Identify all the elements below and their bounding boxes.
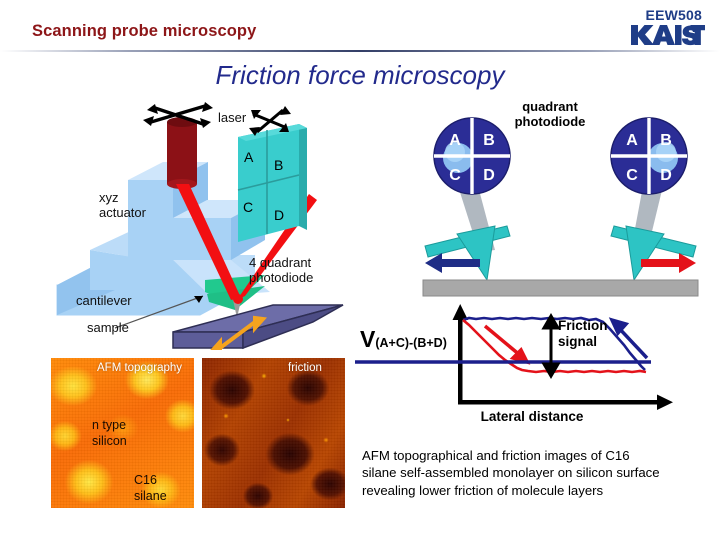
left-quadrant-B: B	[483, 132, 495, 149]
quadrant-photodiode-plate	[237, 124, 307, 242]
scan-direction-arrow-orange	[210, 315, 268, 350]
sample-label: sample	[87, 320, 129, 335]
x-axis-label: Lateral distance	[480, 409, 584, 424]
forward-direction-arrow	[483, 324, 531, 365]
quadrant-label-A: A	[244, 149, 254, 165]
right-quadrant-B: B	[660, 132, 672, 149]
figure-description: AFM topographical and friction images of…	[362, 448, 660, 498]
quadrant-label-B: B	[274, 157, 283, 173]
detector-left: A B C D	[433, 117, 511, 195]
y-axis-label-main: V	[360, 326, 376, 352]
afm-schematic-diagram: A B C D	[56, 102, 344, 350]
detector-right: A B C D	[610, 117, 688, 195]
laser-alignment-arrows-icon	[143, 102, 213, 128]
afm-topography-annotation-silicon: n type silicon	[92, 418, 127, 448]
right-quadrant-C: C	[626, 167, 638, 184]
quadrant-photodiode-title: quadrant photodiode	[514, 99, 586, 130]
trace-forward-red	[462, 319, 647, 374]
friction-signal-arrow	[541, 313, 561, 379]
quadrant-photodiode-label: 4 quadrant photodiode	[249, 255, 314, 286]
quadrant-detector-diagram: A B C D A B C D	[422, 117, 699, 297]
right-quadrant-A: A	[626, 132, 638, 149]
quadrant-label-D: D	[274, 207, 284, 223]
scan-arrow-left	[425, 253, 480, 273]
afm-friction-caption: friction	[288, 362, 322, 374]
kaist-logo	[631, 23, 705, 47]
page-title: Scanning probe microscopy	[32, 22, 257, 40]
xyz-actuator-label: xyz actuator	[99, 190, 146, 221]
cantilever-right	[610, 225, 697, 282]
backward-direction-arrow	[355, 317, 651, 364]
right-quadrant-D: D	[660, 167, 672, 184]
plot-axes	[452, 304, 673, 410]
trace-backward-blue	[462, 316, 646, 371]
afm-tip-shape	[233, 300, 241, 318]
cantilever-left	[424, 225, 511, 282]
left-quadrant-D: D	[483, 167, 495, 184]
left-quadrant-C: C	[449, 167, 461, 184]
laser-label: laser	[218, 110, 247, 125]
slide-title: Friction force microscopy	[215, 60, 505, 90]
detector-alignment-arrows-icon	[249, 106, 291, 136]
quadrant-label-C: C	[243, 199, 253, 215]
y-axis-label-sub: (A+C)-(B+D)	[375, 336, 447, 350]
photodiode-quadrant-labels: A B C D	[243, 149, 284, 223]
friction-signal-label: Friction signal	[558, 318, 608, 349]
left-quadrant-A: A	[449, 132, 461, 149]
friction-loop-plot	[355, 304, 673, 410]
laser-beam-incident	[176, 184, 241, 300]
y-axis-label: V(A+C)-(B+D)	[360, 326, 447, 353]
afm-topography-annotation-silane: C16 silane	[134, 473, 167, 503]
laser-source-shape	[167, 117, 197, 189]
afm-friction-image	[202, 358, 345, 508]
substrate-bar	[422, 279, 699, 297]
scan-arrow-right	[641, 253, 696, 273]
header-divider	[0, 50, 720, 52]
cantilever-leader-line	[114, 295, 204, 329]
afm-topography-caption: AFM topography	[97, 362, 183, 374]
course-code: EEW508	[645, 7, 702, 23]
afm-topography-image	[51, 358, 194, 508]
cantilever-label: cantilever	[76, 293, 132, 308]
